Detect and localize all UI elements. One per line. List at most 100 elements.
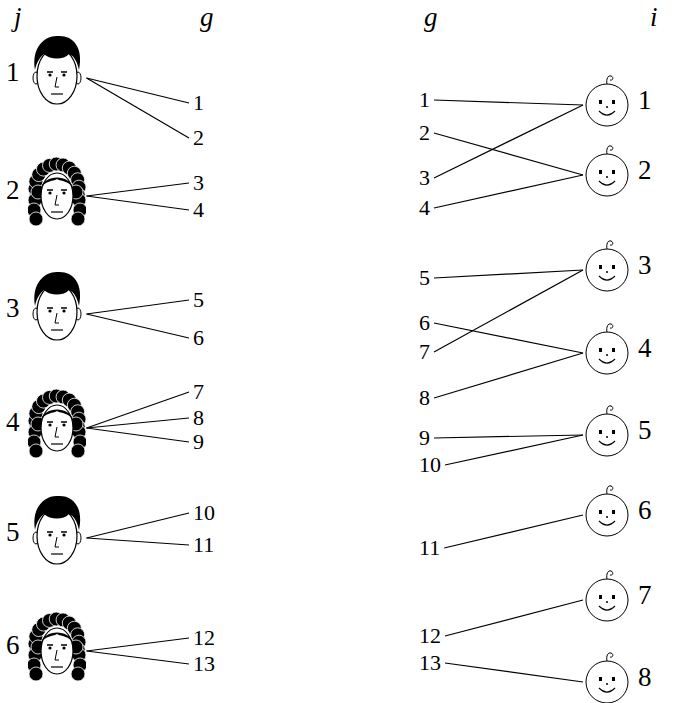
baby-face [584, 143, 630, 197]
link-line [87, 428, 190, 442]
gamete-label: 11 [193, 534, 214, 556]
father-number: 6 [6, 632, 20, 659]
child-number: 8 [638, 664, 652, 691]
gamete-number: 5 [416, 266, 433, 290]
link-line [434, 270, 583, 278]
father-number: 3 [6, 295, 20, 322]
gamete-label: 3 [193, 172, 204, 194]
link-line [434, 270, 583, 352]
child-node: 4 [584, 321, 652, 375]
gamete-number: 8 [190, 406, 207, 430]
father-node: 2 [6, 152, 86, 228]
gamete-label: 3 [419, 167, 430, 189]
child-node: 7 [584, 568, 652, 622]
child-node: 3 [584, 238, 652, 292]
link-line [87, 392, 190, 428]
gamete-label: 8 [419, 387, 430, 409]
gamete-label: 2 [193, 127, 204, 149]
gamete-number: 6 [416, 311, 433, 335]
father-node: 3 [6, 270, 86, 346]
link-line [434, 353, 583, 398]
link-line [434, 105, 583, 178]
gamete-label: 11 [419, 537, 440, 559]
gamete-label: 13 [193, 653, 215, 675]
link-line [87, 538, 190, 545]
gamete-number: 10 [416, 453, 444, 477]
child-number: 6 [638, 497, 652, 524]
gamete-number: 6 [190, 326, 207, 350]
father-face [28, 384, 86, 460]
gamete-label: 8 [193, 407, 204, 429]
gamete-label: 5 [419, 267, 430, 289]
link-line [87, 196, 190, 210]
child-node: 5 [584, 403, 652, 457]
gamete-number: 9 [190, 430, 207, 454]
father-number: 5 [6, 519, 20, 546]
link-line [445, 663, 583, 682]
child-node: 6 [584, 483, 652, 537]
link-line [445, 600, 583, 636]
gamete-number: 11 [190, 533, 217, 557]
child-number: 7 [638, 582, 652, 609]
link-line [87, 78, 190, 138]
gamete-label: 6 [193, 327, 204, 349]
link-line [445, 435, 583, 465]
link-line [434, 133, 583, 175]
father-face [28, 607, 86, 683]
gamete-label: 6 [419, 312, 430, 334]
link-line [87, 638, 190, 651]
gamete-number: 12 [190, 626, 218, 650]
link-line [87, 314, 190, 338]
father-number: 1 [6, 59, 20, 86]
axis-header: j [14, 4, 22, 31]
gamete-number: 5 [190, 288, 207, 312]
gamete-number: 12 [416, 624, 444, 648]
gamete-label: 10 [193, 502, 215, 524]
axis-header: g [424, 4, 438, 31]
gamete-number: 2 [416, 121, 433, 145]
baby-face [584, 73, 630, 127]
gamete-label: 1 [193, 92, 204, 114]
gamete-number: 13 [190, 652, 218, 676]
father-node: 4 [6, 384, 86, 460]
gamete-number: 9 [416, 426, 433, 450]
link-line [434, 435, 583, 438]
link-line [434, 175, 583, 208]
gamete-number: 4 [416, 196, 433, 220]
axis-header: i [650, 4, 658, 31]
father-face [28, 270, 86, 346]
gamete-number: 8 [416, 386, 433, 410]
gamete-number: 13 [416, 651, 444, 675]
child-number: 2 [638, 157, 652, 184]
child-number: 1 [638, 87, 652, 114]
gamete-label: 5 [193, 289, 204, 311]
child-node: 2 [584, 143, 652, 197]
link-line [434, 100, 583, 105]
gamete-label: 12 [419, 625, 441, 647]
link-line [87, 651, 190, 664]
father-node: 5 [6, 494, 86, 570]
baby-face [584, 238, 630, 292]
baby-face [584, 483, 630, 537]
baby-face [584, 568, 630, 622]
father-face [28, 34, 86, 110]
child-node: 1 [584, 73, 652, 127]
father-face [28, 494, 86, 570]
father-face [28, 152, 86, 228]
child-node: 8 [584, 650, 652, 703]
gamete-label: 7 [419, 341, 430, 363]
gamete-number: 10 [190, 501, 218, 525]
link-line [87, 418, 190, 428]
gamete-number: 4 [190, 198, 207, 222]
father-node: 1 [6, 34, 86, 110]
gamete-number: 7 [416, 340, 433, 364]
gamete-label: 1 [419, 89, 430, 111]
link-line [87, 513, 190, 538]
gamete-label: 4 [193, 199, 204, 221]
child-number: 3 [638, 252, 652, 279]
gamete-label: 13 [419, 652, 441, 674]
gamete-number: 3 [190, 171, 207, 195]
gamete-label: 4 [419, 197, 430, 219]
